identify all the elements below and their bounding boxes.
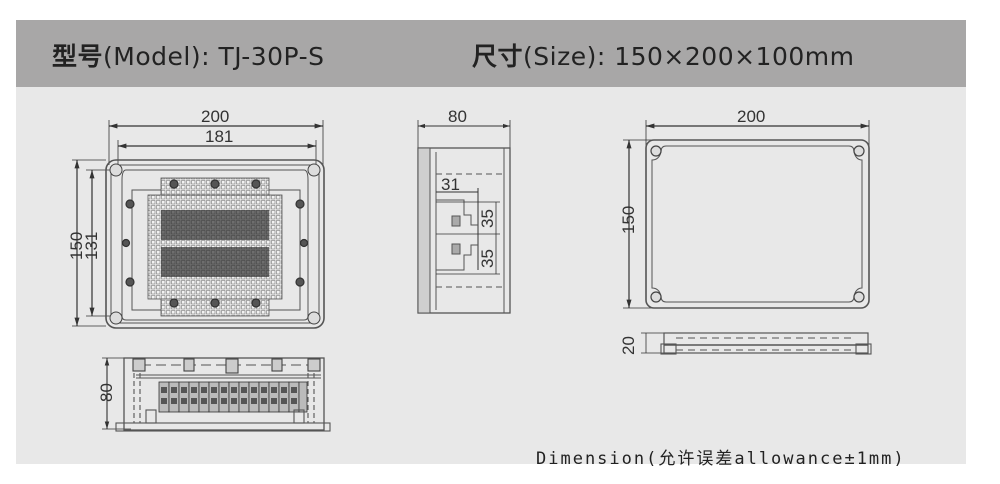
size-heading: 尺寸(Size): 150×200×100mm <box>472 37 854 73</box>
technical-drawing: 200 181 150 131 <box>67 107 872 432</box>
model-label-en: (Model): <box>103 42 211 71</box>
lid-top-view <box>623 120 870 309</box>
front-inner-view <box>72 120 325 329</box>
dim-box-side-height: 80 <box>97 383 116 402</box>
lid-side-view <box>641 332 872 355</box>
dim-side-rail-spacing-1: 35 <box>478 209 497 228</box>
dim-lid-width: 200 <box>737 107 765 126</box>
dim-front-width-inner: 181 <box>205 127 233 146</box>
size-value: 150×200×100mm <box>614 42 855 71</box>
model-label-cn: 型号 <box>52 42 104 71</box>
spec-header: 型号(Model): TJ-30P-S 尺寸(Size): 150×200×10… <box>16 20 966 87</box>
side-section-view <box>417 120 511 314</box>
model-value: TJ-30P-S <box>218 42 325 71</box>
dim-side-depth: 80 <box>448 107 467 126</box>
dim-side-rail-spacing-2: 35 <box>478 249 497 268</box>
dim-front-height-outer: 150 <box>67 232 86 260</box>
dim-front-height-inner: 131 <box>82 232 101 260</box>
dimension-allowance-note: Dimension(允许误差allowance±1mm) <box>536 449 906 469</box>
size-label-cn: 尺寸 <box>472 42 524 71</box>
dim-front-width-outer: 200 <box>201 107 229 126</box>
dim-lid-height: 150 <box>619 206 638 234</box>
model-heading: 型号(Model): TJ-30P-S <box>52 37 324 73</box>
size-label-en: (Size): <box>523 42 606 71</box>
dim-side-rail-offset: 31 <box>441 175 460 194</box>
spec-panel: 型号(Model): TJ-30P-S 尺寸(Size): 150×200×10… <box>16 20 966 469</box>
box-side-view <box>102 357 331 432</box>
dim-lid-side-height: 20 <box>619 336 638 355</box>
